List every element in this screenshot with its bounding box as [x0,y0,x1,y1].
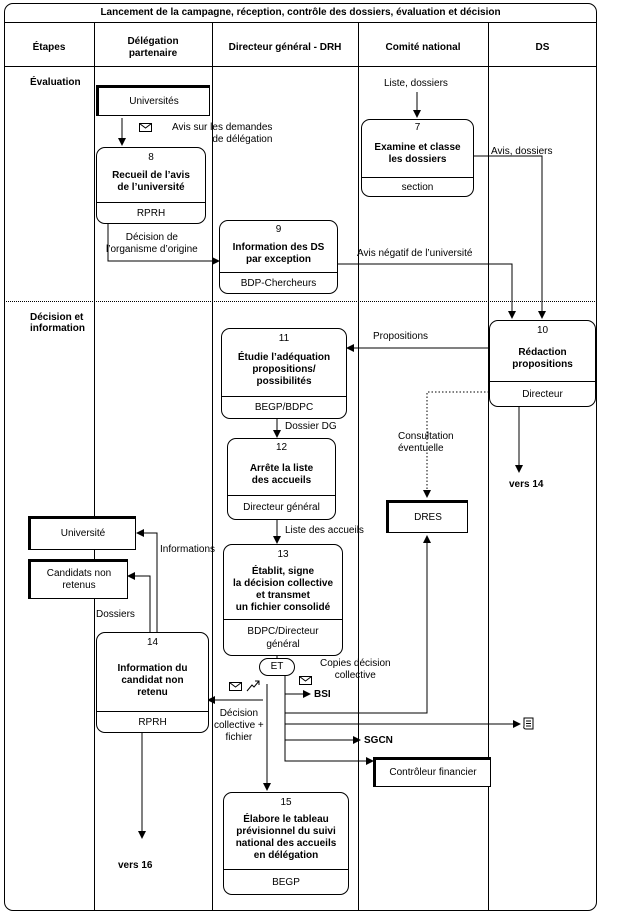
process-number: 11 [278,333,290,344]
and-gate: ET [259,658,295,676]
process-text: Étudie l’adéquation propositions/ possib… [237,352,331,387]
label-propositions: Propositions [373,331,429,342]
process-number: 9 [275,224,282,235]
column-delegation: Délégation partenaire [127,36,179,59]
process-text: Rédaction propositions [512,347,573,370]
process-12: 12 Arrête la liste des accueils Directeu… [227,438,336,520]
header-divider [4,66,597,67]
label-avis-negatif: Avis négatif de l’université [357,248,473,259]
label-vers-14: vers 14 [509,479,544,490]
process-actor: section [401,181,434,193]
process-text: Arrête la liste des accueils [249,463,314,486]
label-liste-dossiers: Liste, dossiers [384,78,448,89]
external-dres: DRES [386,500,468,533]
process-15: 15 Élabore le tableau prévisionnel du su… [223,792,349,895]
label-consultation: Consultation éventuelle [398,431,454,454]
process-8: 8 Recueil de l’avis de l’université RPRH [96,147,206,224]
process-number: 7 [414,122,421,133]
mail-icon [299,676,312,685]
process-actor: BEGP [272,876,300,888]
process-text: Information du candidat non retenu [117,663,188,698]
process-7: 7 Examine et classe les dossiers section [361,119,474,197]
label-avis-dossiers: Avis, dossiers [491,146,553,157]
process-number: 12 [275,442,288,453]
process-divider [228,495,335,496]
external-universite: Université [28,516,136,550]
mail-icon [139,123,152,132]
external-universites: Universités [96,85,210,116]
process-10: 10 Rédaction propositions Directeur [489,320,596,407]
process-actor: BDP-Chercheurs [240,277,317,289]
title-divider [4,22,597,23]
label-liste-accueils: Liste des accueils [285,525,364,536]
process-divider [490,381,595,382]
label-vers-16: vers 16 [118,860,153,871]
process-actor: RPRH [138,716,167,728]
column-comite: Comité national [385,42,461,53]
process-divider [224,869,348,870]
section-evaluation: Évaluation [30,77,81,88]
mail-icon [229,682,242,691]
label-avis-demandes: Avis sur les demandes de délégation [172,122,273,145]
section-divider [4,301,597,302]
label-informations: Informations [160,544,216,555]
process-actor: RPRH [136,207,166,219]
process-actor: BDPC/Directeur général [247,626,319,650]
label-decision-collective: Décision collective + fichier [214,708,264,743]
fax-icon [246,680,260,692]
diagram-title: Lancement de la campagne, réception, con… [100,7,501,18]
label-bsi: BSI [314,689,331,700]
lane-divider [488,22,489,910]
process-divider [97,202,205,203]
process-divider [224,619,342,620]
process-divider [222,396,346,397]
external-candidats: Candidats non retenus [28,559,128,599]
label-decision-organisme: Décision de l’organisme d’origine [106,232,198,255]
diagram-frame [4,3,597,911]
process-13: 13 Établit, signe la décision collective… [223,544,343,656]
process-text: Recueil de l’avis de l’université [112,170,190,193]
section-decision: Décision et information [30,312,85,334]
process-text: Élabore le tableau prévisionnel du suivi… [235,814,337,861]
process-9: 9 Information des DS par exception BDP-C… [219,220,338,294]
process-text: Établit, signe la décision collective et… [232,566,334,613]
process-14: 14 Information du candidat non retenu RP… [96,632,209,733]
process-actor: Directeur général [243,502,320,513]
process-actor: Directeur [522,388,563,400]
column-ds: DS [535,42,550,53]
process-text: Information des DS par exception [232,242,325,265]
process-divider [362,177,473,178]
column-dg-drh: Directeur général - DRH [228,42,342,53]
process-number: 10 [536,325,549,336]
process-actor: BEGP/BDPC [254,402,314,413]
label-dossier-dg: Dossier DG [285,421,337,432]
label-sgcn: SGCN [364,735,393,746]
process-divider [97,711,208,712]
column-etapes: Étapes [32,42,66,53]
process-text: Examine et classe les dossiers [374,142,461,165]
lane-divider [94,22,95,910]
process-number: 15 [280,797,292,808]
document-icon [523,717,534,730]
process-number: 13 [277,549,289,560]
process-number: 8 [148,152,154,163]
process-number: 14 [146,637,159,648]
label-copies: Copies décision collective [320,658,391,681]
process-11: 11 Étudie l’adéquation propositions/ pos… [221,328,347,419]
lane-divider [358,22,359,910]
external-controleur: Contrôleur financier [373,757,491,787]
lane-divider [212,22,213,910]
process-divider [220,272,337,273]
label-dossiers: Dossiers [96,609,135,620]
